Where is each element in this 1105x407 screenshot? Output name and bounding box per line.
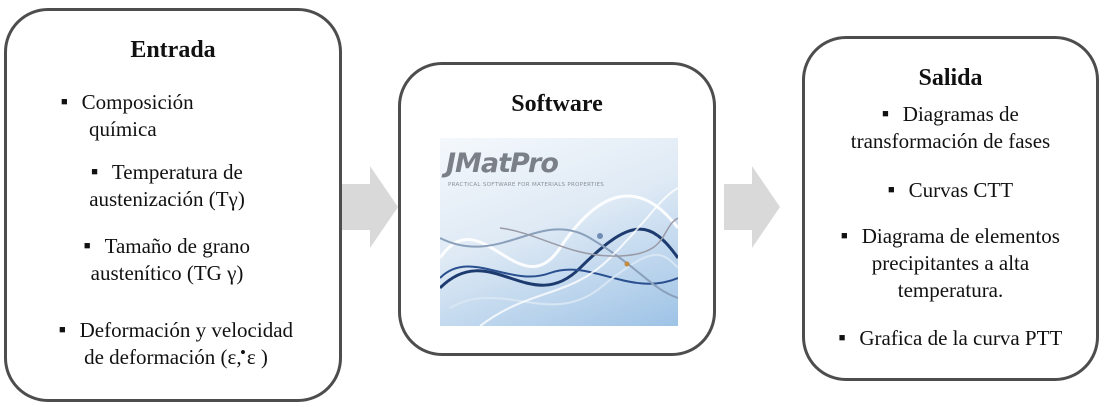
output-box: Salida ■Diagramas de transformación de f… <box>802 36 1099 381</box>
input-item-grain-size: ■Tamaño de grano austenítico (TG γ) <box>83 234 251 285</box>
bullet-icon: ■ <box>841 230 848 242</box>
input-item-composition: ■Composición química <box>61 90 194 141</box>
strain-rate-dot: • <box>240 343 246 362</box>
arrow-input-to-software <box>342 166 398 248</box>
bullet-icon: ■ <box>61 96 68 108</box>
jmatpro-image: JMatPro PRACTICAL SOFTWARE FOR MATERIALS… <box>440 138 678 326</box>
bullet-icon: ■ <box>887 184 895 196</box>
jmatpro-logo: JMatPro <box>446 148 559 179</box>
bullet-icon: ■ <box>882 108 889 120</box>
bullet-icon: ■ <box>58 324 66 336</box>
input-title: Entrada <box>130 37 216 63</box>
bullet-icon: ■ <box>91 166 98 178</box>
output-item-ctt-curves: ■Curvas CTT <box>887 178 1014 202</box>
bullet-icon: ■ <box>838 332 846 344</box>
arrow-software-to-output <box>724 166 780 248</box>
output-title: Salida <box>918 65 983 91</box>
software-title: Software <box>511 91 603 117</box>
software-box: Software JMatPro PRACTICAL SOFTWARE FOR … <box>398 62 716 356</box>
output-item-phase-diagrams: ■Diagramas de transformación de fases <box>850 102 1051 153</box>
input-item-temperature: ■Temperatura de austenización (Tγ) <box>89 160 245 211</box>
output-item-ptt-curve: ■Grafica de la curva PTT <box>838 326 1063 350</box>
jmatpro-tagline: PRACTICAL SOFTWARE FOR MATERIALS PROPERT… <box>448 182 605 188</box>
wave-graphic <box>440 187 678 326</box>
input-box: Entrada ■Composición química ■Temperatur… <box>4 8 342 402</box>
input-item-deformation: ■Deformación y velocidad de deformación … <box>58 318 294 369</box>
bullet-icon: ■ <box>83 240 91 252</box>
output-item-precipitates: ■Diagrama de elementos precipitantes a a… <box>841 224 1060 302</box>
